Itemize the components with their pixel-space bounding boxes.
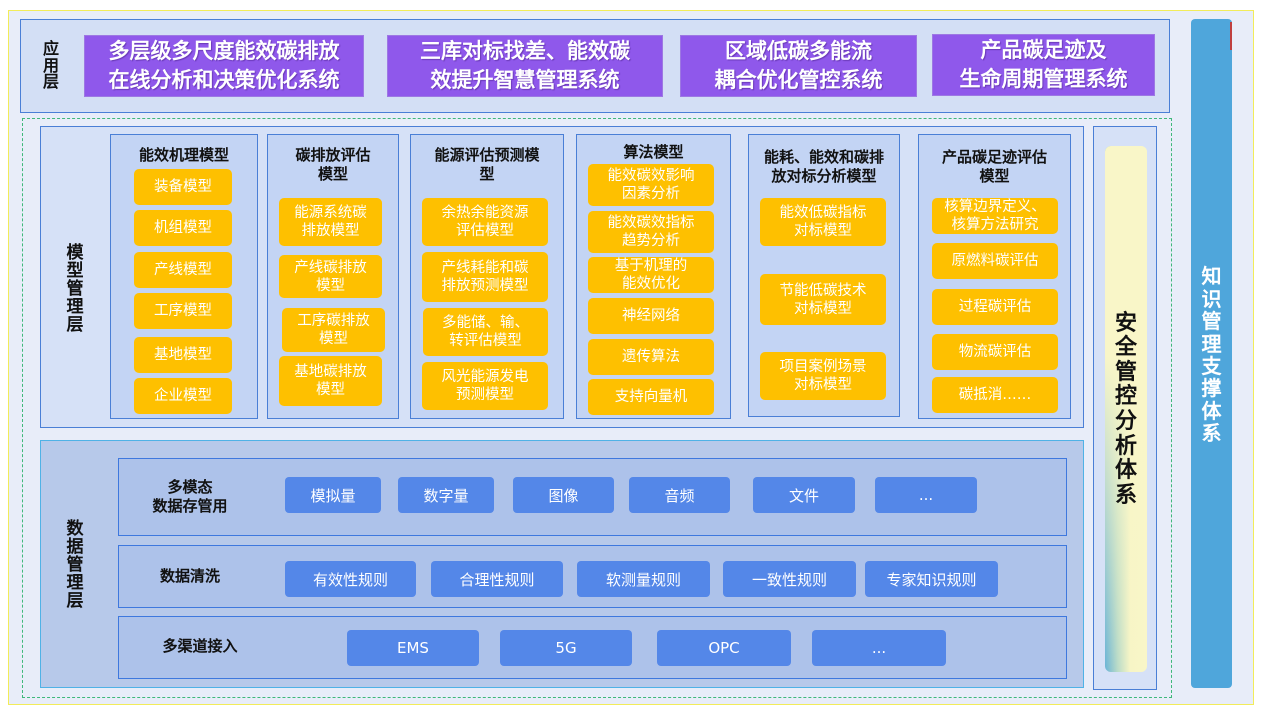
model-item[interactable]: 节能低碳技术 对标模型 xyxy=(760,274,886,325)
model-item[interactable]: 产线模型 xyxy=(134,252,232,288)
data-row-title: 多模态 数据存管用 xyxy=(152,478,228,515)
label-char: 管 xyxy=(66,555,84,576)
label-char: 撑 xyxy=(1201,376,1222,401)
label-char: 层 xyxy=(66,314,84,335)
model-item[interactable]: 基地碳排放 模型 xyxy=(279,356,382,406)
label-char: 模 xyxy=(66,243,84,264)
knowledge-system-bar[interactable] xyxy=(1191,19,1232,688)
label-char: 管 xyxy=(66,279,84,300)
model-item[interactable]: 碳抵消…… xyxy=(932,377,1058,413)
model-item[interactable]: 物流碳评估 xyxy=(932,334,1058,370)
label-char: 全 xyxy=(1114,335,1137,361)
label-char: 体 xyxy=(1201,398,1222,423)
model-item[interactable]: 核算边界定义、 核算方法研究 xyxy=(932,198,1058,234)
model-item[interactable]: 能效低碳指标 对标模型 xyxy=(760,198,886,246)
model-item[interactable]: 遗传算法 xyxy=(588,339,714,375)
model-item[interactable]: 支持向量机 xyxy=(588,379,714,415)
label-char: 知 xyxy=(1201,264,1222,289)
app-system-product-footprint[interactable]: 产品碳足迹及 生命周期管理系统 xyxy=(932,34,1155,96)
model-column-title: 能耗、能效和碳排 放对标分析模型 xyxy=(763,148,884,185)
safety-system-bar-highlight xyxy=(1105,146,1147,672)
data-item[interactable]: 数字量 xyxy=(398,477,494,513)
model-item[interactable]: 企业模型 xyxy=(134,378,232,414)
model-column-title: 能源评估预测模 型 xyxy=(434,146,540,183)
model-item[interactable]: 基于机理的 能效优化 xyxy=(588,257,714,293)
data-item[interactable]: ... xyxy=(875,477,977,513)
label-char: 控 xyxy=(1114,384,1137,410)
label-char: 分 xyxy=(1114,409,1137,434)
model-item[interactable]: 余热余能资源 评估模型 xyxy=(422,198,548,246)
label-char: 识 xyxy=(1201,286,1222,311)
label-char: 理 xyxy=(1201,331,1222,356)
data-item[interactable]: 图像 xyxy=(513,477,614,513)
label-char: 系 xyxy=(1114,482,1137,508)
data-item[interactable]: 一致性规则 xyxy=(723,561,856,597)
model-item[interactable]: 原燃料碳评估 xyxy=(932,243,1058,279)
model-column-title: 能效机理模型 xyxy=(138,146,229,164)
model-layer-label: 模 型 管 理 层 xyxy=(60,230,90,350)
data-row-title: 数据清洗 xyxy=(159,567,220,585)
model-item[interactable]: 基地模型 xyxy=(134,337,232,373)
data-row-title: 多渠道接入 xyxy=(162,637,238,655)
model-item[interactable]: 工序模型 xyxy=(134,293,232,329)
model-column-title: 碳排放评估 模型 xyxy=(295,146,371,183)
model-item[interactable]: 装备模型 xyxy=(134,169,232,205)
label-char: 支 xyxy=(1201,354,1222,378)
label-char: 安 xyxy=(1114,310,1137,336)
model-item[interactable]: 神经网络 xyxy=(588,298,714,334)
data-item[interactable]: 5G xyxy=(500,630,632,666)
app-system-benchmark-management[interactable]: 三库对标找差、能效碳 效提升智慧管理系统 xyxy=(387,35,663,97)
label-char: 理 xyxy=(66,572,84,593)
label-char: 体 xyxy=(1114,458,1137,484)
data-item[interactable]: 模拟量 xyxy=(285,477,381,513)
data-layer-label: 数 据 管 理 层 xyxy=(60,510,90,622)
model-item[interactable]: 产线碳排放 模型 xyxy=(279,255,382,298)
data-item[interactable]: 软测量规则 xyxy=(577,561,710,597)
label-char: 层 xyxy=(42,72,59,92)
label-char: 理 xyxy=(66,296,84,317)
model-item[interactable]: 能源系统碳 排放模型 xyxy=(279,198,382,246)
label-char: 析 xyxy=(1114,433,1137,459)
data-item[interactable]: 有效性规则 xyxy=(285,561,416,597)
model-item[interactable]: 项目案例场景 对标模型 xyxy=(760,352,886,400)
data-item[interactable]: 文件 xyxy=(753,477,855,513)
label-char: 系 xyxy=(1201,421,1222,446)
label-char: 据 xyxy=(66,537,84,558)
app-system-regional-lowcarbon[interactable]: 区域低碳多能流 耦合优化管控系统 xyxy=(680,35,917,97)
model-item[interactable]: 机组模型 xyxy=(134,210,232,246)
label-char: 数 xyxy=(66,519,84,540)
label-char: 层 xyxy=(66,590,84,611)
application-layer-label: 应 用 层 xyxy=(36,30,66,102)
model-column-title: 算法模型 xyxy=(623,143,684,161)
data-item[interactable]: 合理性规则 xyxy=(431,561,563,597)
model-item[interactable]: 能效碳效影响 因素分析 xyxy=(588,164,714,206)
data-item[interactable]: ... xyxy=(812,630,946,666)
model-item[interactable]: 过程碳评估 xyxy=(932,289,1058,325)
model-item[interactable]: 风光能源发电 预测模型 xyxy=(422,362,548,410)
label-char: 应 xyxy=(42,38,59,58)
data-item[interactable]: OPC xyxy=(657,630,791,666)
label-char: 用 xyxy=(42,55,59,75)
model-item[interactable]: 能效碳效指标 趋势分析 xyxy=(588,211,714,253)
model-item[interactable]: 多能储、输、 转评估模型 xyxy=(423,308,548,356)
label-char: 管 xyxy=(1114,359,1137,385)
knowledge-system-label: 知 识 管 理 支 撑 体 系 xyxy=(1191,240,1232,470)
data-item[interactable]: EMS xyxy=(347,630,479,666)
model-column-title: 产品碳足迹评估 模型 xyxy=(941,148,1047,185)
label-char: 管 xyxy=(1201,309,1222,334)
model-item[interactable]: 工序碳排放 模型 xyxy=(282,308,385,352)
model-item[interactable]: 产线耗能和碳 排放预测模型 xyxy=(422,252,548,302)
data-item[interactable]: 专家知识规则 xyxy=(865,561,998,597)
knowledge-bar-edge xyxy=(1230,22,1232,50)
label-char: 型 xyxy=(66,261,84,282)
data-item[interactable]: 音频 xyxy=(629,477,730,513)
app-system-online-analysis[interactable]: 多层级多尺度能效碳排放 在线分析和决策优化系统 xyxy=(84,35,364,97)
safety-system-label: 安 全 管 控 分 析 体 系 xyxy=(1105,285,1147,535)
dashed-boundary xyxy=(22,118,1172,698)
